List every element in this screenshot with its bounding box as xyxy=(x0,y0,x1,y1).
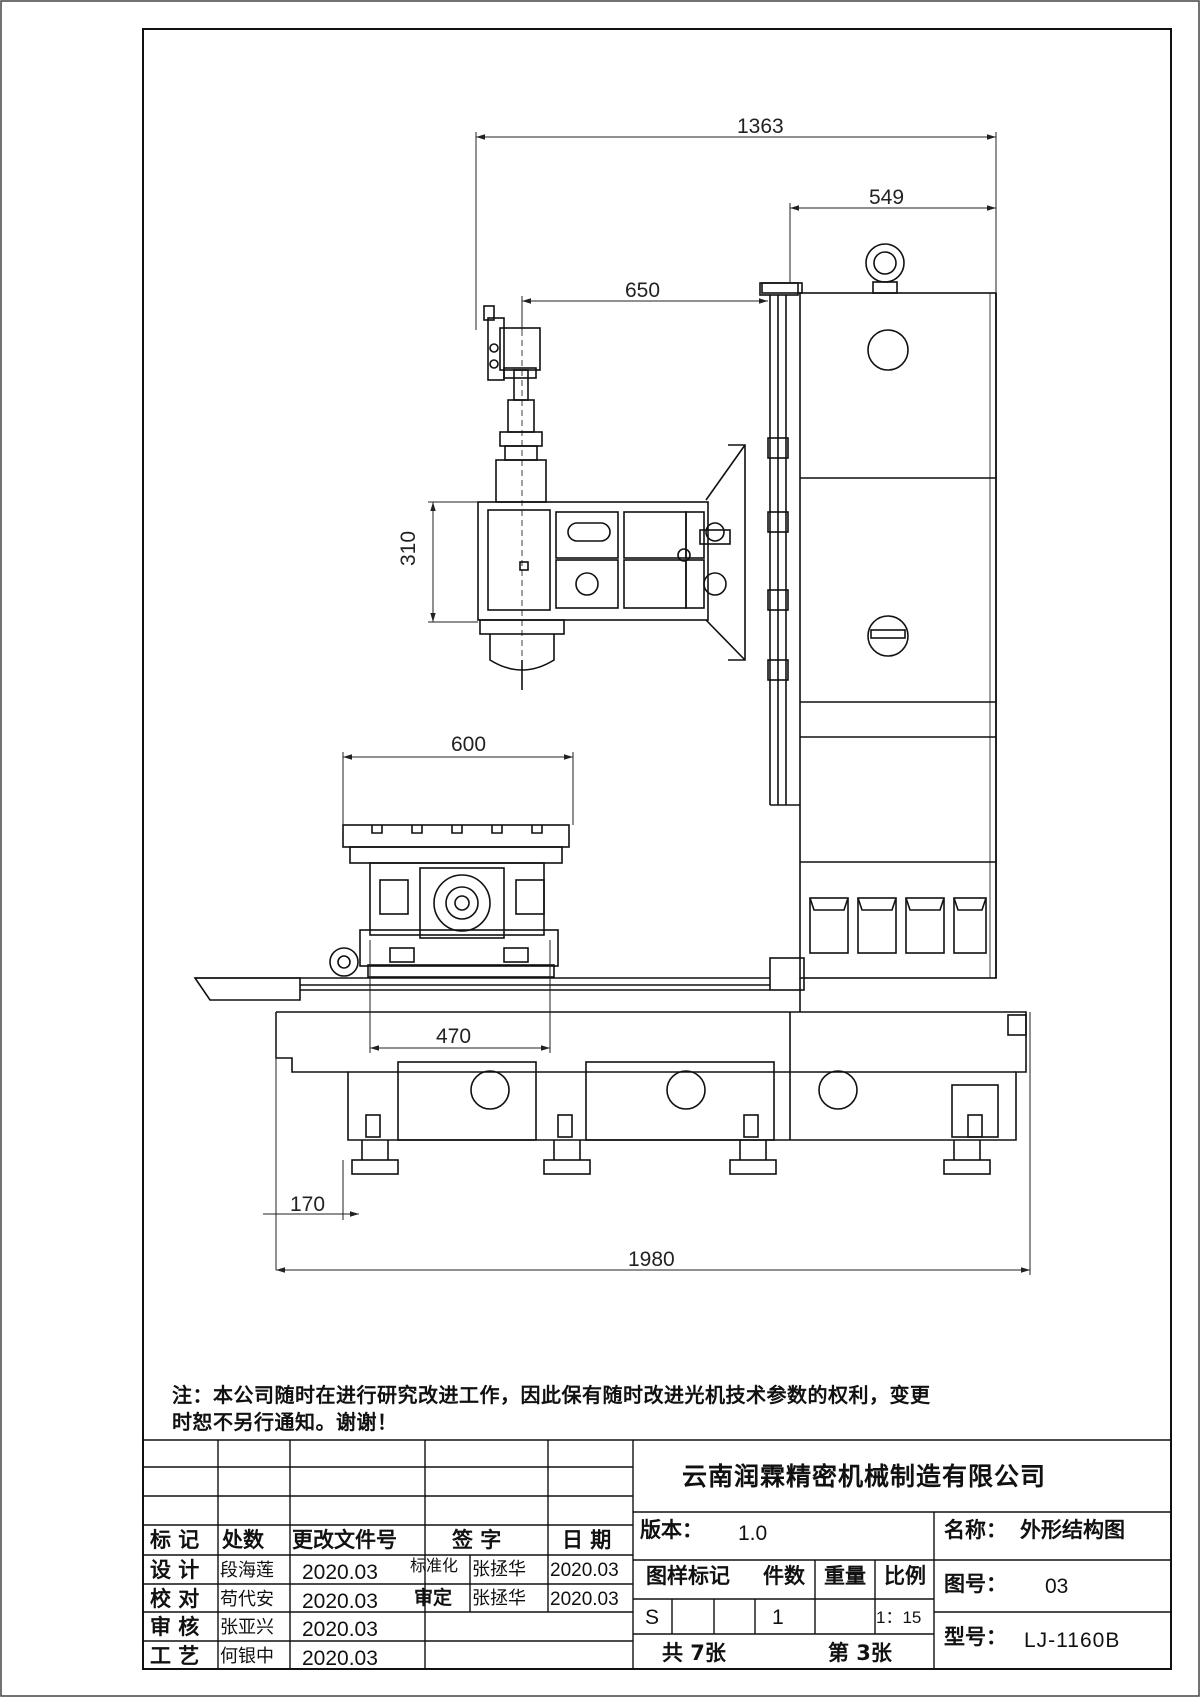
role-design: 设 计 xyxy=(150,1558,200,1582)
dim-310: 310 xyxy=(397,530,420,566)
model-value: LJ-1160B xyxy=(1024,1629,1121,1652)
dim-600: 600 xyxy=(451,733,487,756)
title-block-grid xyxy=(143,1439,1171,1669)
scale-value: 1：15 xyxy=(876,1608,922,1627)
company-name: 云南润霖精密机械制造有限公司 xyxy=(682,1462,1047,1491)
check-date: 2020.03 xyxy=(302,1590,378,1613)
header-doc-no: 更改文件号 xyxy=(292,1528,397,1552)
name-value: 外形结构图 xyxy=(1020,1518,1125,1542)
dimension-lines xyxy=(263,132,1031,1275)
scale-header: 比例 xyxy=(884,1564,926,1588)
drawing-no-label: 图号： xyxy=(944,1572,1007,1596)
drawing-frame xyxy=(142,28,1172,1670)
version-label: 版本： xyxy=(640,1518,703,1542)
approval-name: 张拯华 xyxy=(472,1588,526,1609)
dim-1980: 1980 xyxy=(628,1248,675,1271)
checker-name: 苟代安 xyxy=(220,1589,274,1610)
dim-1363: 1363 xyxy=(737,115,784,138)
pattern-mark-header: 图样标记 xyxy=(646,1564,730,1588)
header-count: 处数 xyxy=(222,1528,264,1552)
weight-header: 重量 xyxy=(824,1564,866,1588)
process-date: 2020.03 xyxy=(302,1647,378,1670)
quantity-value: 1 xyxy=(772,1606,784,1629)
reviewer-name: 张亚兴 xyxy=(220,1617,274,1638)
drawing-no-value: 03 xyxy=(1045,1575,1069,1598)
version-value: 1.0 xyxy=(738,1522,768,1545)
review-date: 2020.03 xyxy=(302,1618,378,1641)
design-date: 2020.03 xyxy=(302,1561,378,1584)
standardization-name: 张拯华 xyxy=(472,1559,526,1580)
role-check: 校 对 xyxy=(150,1587,200,1611)
machine-base xyxy=(193,957,1027,1175)
pattern-mark-value: S xyxy=(645,1606,660,1629)
note-line-2: 时恕不另行通知。谢谢！ xyxy=(172,1410,398,1434)
machine-outline xyxy=(193,243,1027,1175)
dim-549: 549 xyxy=(869,186,905,209)
header-signature: 签 字 xyxy=(452,1528,502,1552)
dim-170: 170 xyxy=(290,1193,326,1216)
role-process: 工 艺 xyxy=(150,1644,200,1668)
role-review: 审 核 xyxy=(150,1615,200,1639)
standardization-date: 2020.03 xyxy=(550,1560,619,1581)
name-label: 名称： xyxy=(944,1518,1007,1542)
approval-date: 2020.03 xyxy=(550,1589,619,1610)
header-date: 日 期 xyxy=(562,1528,612,1552)
dim-650: 650 xyxy=(625,279,661,302)
work-table-and-saddle xyxy=(329,824,570,978)
column xyxy=(759,243,997,979)
designer-name: 段海莲 xyxy=(220,1560,274,1581)
model-label: 型号： xyxy=(944,1625,1007,1649)
dim-470: 470 xyxy=(436,1025,472,1048)
standardization-label: 标准化 xyxy=(410,1556,459,1575)
note-line-1: 注：本公司随时在进行研究改进工作，因此保有随时改进光机技术参数的权利，变更 xyxy=(172,1383,931,1407)
sheet-number: 第 3张 xyxy=(828,1641,892,1665)
approval-label: 审定 xyxy=(414,1587,453,1609)
header-mark: 标 记 xyxy=(150,1528,200,1552)
quantity-header: 件数 xyxy=(763,1564,805,1588)
spindle-head xyxy=(477,305,746,690)
process-name: 何银中 xyxy=(220,1646,274,1667)
total-sheets: 共 7张 xyxy=(662,1641,726,1665)
